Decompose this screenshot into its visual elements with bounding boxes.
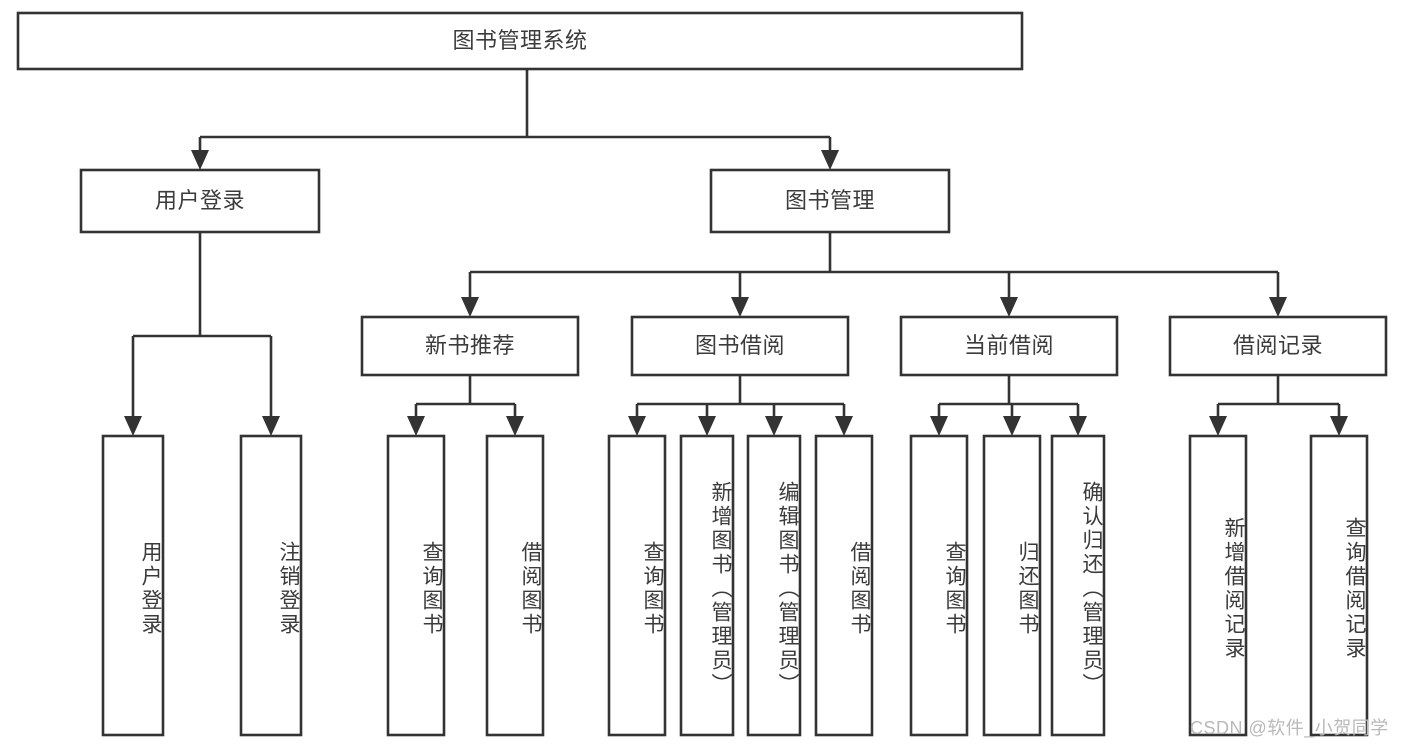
level3-node-box-当前借阅[interactable] [899,315,1119,377]
connector-group-record_to_leaves [1209,375,1348,436]
leaf-node-box-确认归还管理员[interactable] [1050,434,1106,737]
level3-node-box-借阅记录[interactable] [1168,315,1388,377]
connector-layer [124,69,1348,436]
leaf-node-box-查询图书[interactable] [386,434,446,737]
leaf-node-box-新增图书管理员[interactable] [679,434,735,737]
level3-node-box-新书推荐[interactable] [360,315,580,377]
leaf-node-box-查询图书[interactable] [909,434,969,737]
arrow-head-icon [698,416,716,436]
connector-group-level2_books_to_level3 [461,232,1287,317]
arrow-head-icon [1269,297,1287,317]
leaf-node-box-用户登录[interactable] [101,434,165,737]
leaf-node-box-新增借阅记录[interactable] [1188,434,1248,737]
arrow-head-icon [506,416,524,436]
leaf-node-box-编辑图书管理员[interactable] [746,434,802,737]
node-layer [16,11,1388,737]
arrow-head-icon [628,416,646,436]
leaf-node-box-查询图书[interactable] [607,434,667,737]
connector-group-borrow_to_leaves [628,375,853,436]
root-node-box-图书管理系统[interactable] [16,11,1024,71]
arrow-head-icon [461,297,479,317]
arrow-head-icon [821,150,839,170]
connector-group-root_to_level2 [191,69,839,170]
arrow-head-icon [1069,416,1087,436]
arrow-head-icon [1330,416,1348,436]
connector-group-login_to_leaves [124,232,280,436]
connector-group-newbook_to_leaves [407,375,524,436]
leaf-node-box-归还图书[interactable] [982,434,1042,737]
leaf-node-box-注销登录[interactable] [239,434,303,737]
arrow-head-icon [124,416,142,436]
arrow-head-icon [835,416,853,436]
level2-node-box-用户登录[interactable] [79,168,321,234]
arrow-head-icon [1209,416,1227,436]
level2-node-box-图书管理[interactable] [709,168,951,234]
level3-node-box-图书借阅[interactable] [630,315,850,377]
arrow-head-icon [262,416,280,436]
leaf-node-box-借阅图书[interactable] [814,434,874,737]
connector-group-current_to_leaves [930,375,1087,436]
leaf-node-box-借阅图书[interactable] [485,434,545,737]
arrow-head-icon [731,297,749,317]
arrow-head-icon [1003,416,1021,436]
arrow-head-icon [191,150,209,170]
leaf-node-box-查询借阅记录[interactable] [1309,434,1369,737]
arrow-head-icon [765,416,783,436]
watermark: CSDN @软件_小贺同学 [1190,718,1389,738]
arrow-head-icon [407,416,425,436]
arrow-head-icon [930,416,948,436]
arrow-head-icon [1000,297,1018,317]
